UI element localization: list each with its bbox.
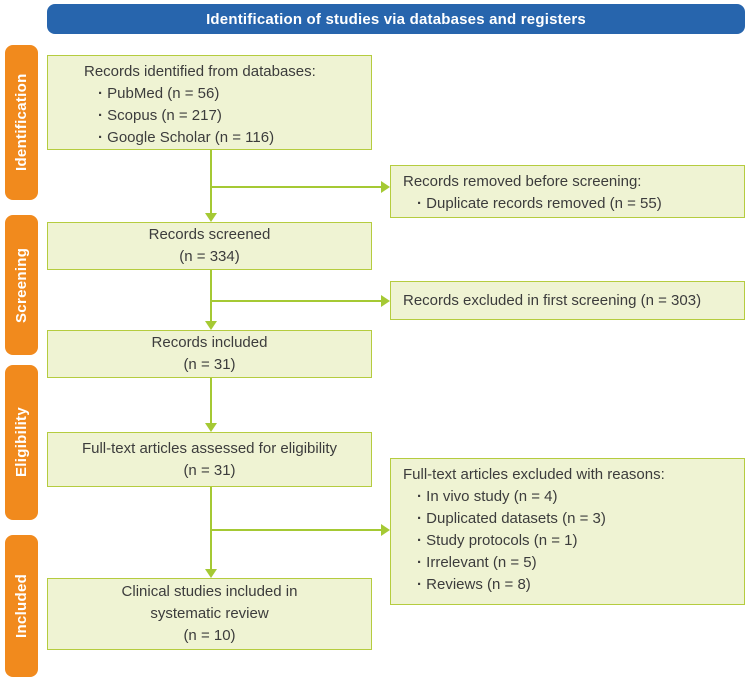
- arrowhead-down-icon: [205, 321, 217, 330]
- arrow-included-to-fulltext: [210, 378, 212, 423]
- box-records-included: Records included (n = 31): [47, 330, 372, 378]
- box-records-identified: Records identified from databases: PubMe…: [47, 55, 372, 150]
- list-item: Study protocols (n = 1): [417, 530, 734, 552]
- list-item: Scopus (n = 217): [98, 105, 361, 127]
- box-records-removed: Records removed before screening: Duplic…: [390, 165, 745, 218]
- box-count: (n = 334): [179, 248, 240, 265]
- stage-label-identification: Identification: [5, 45, 38, 200]
- list-item: PubMed (n = 56): [98, 83, 361, 105]
- arrowhead-down-icon: [205, 569, 217, 578]
- bullet-list: PubMed (n = 56) Scopus (n = 217) Google …: [84, 83, 361, 149]
- box-title: Records removed before screening:: [403, 173, 642, 190]
- stage-label-eligibility: Eligibility: [5, 365, 38, 520]
- arrowhead-down-icon: [205, 213, 217, 222]
- list-item: In vivo study (n = 4): [417, 486, 734, 508]
- box-line: Records included: [151, 334, 268, 351]
- box-line: Records excluded in first screening (n =…: [403, 291, 702, 309]
- bullet-list: In vivo study (n = 4) Duplicated dataset…: [403, 486, 734, 596]
- stage-text: Identification: [13, 73, 30, 172]
- box-records-screened: Records screened (n = 334): [47, 222, 372, 270]
- box-line: Full-text articles assessed for eligibil…: [81, 439, 338, 457]
- arrow-screened-to-included: [210, 270, 212, 322]
- arrow-identified-to-screened: [210, 150, 212, 214]
- arrowhead-down-icon: [205, 423, 217, 432]
- stage-text: Eligibility: [13, 407, 30, 478]
- stage-text: Screening: [13, 247, 30, 323]
- box-fulltext-excluded: Full-text articles excluded with reasons…: [390, 458, 745, 605]
- box-count: (n = 31): [183, 461, 236, 479]
- header-title: Identification of studies via databases …: [206, 10, 586, 28]
- stage-label-screening: Screening: [5, 215, 38, 355]
- arrow-fulltext-to-clinical: [210, 487, 212, 569]
- box-title: Full-text articles excluded with reasons…: [403, 466, 665, 483]
- box-line: Records screened: [148, 226, 271, 243]
- box-fulltext-assessed: Full-text articles assessed for eligibil…: [47, 432, 372, 487]
- box-title: Records identified from databases:: [84, 63, 316, 80]
- box-line: Clinical studies included in: [121, 583, 298, 600]
- arrow-branch-records-removed: [211, 186, 381, 188]
- arrow-branch-fulltext-excluded: [211, 529, 381, 531]
- list-item: Duplicated datasets (n = 3): [417, 508, 734, 530]
- arrow-branch-excluded-first: [211, 300, 381, 302]
- list-item: Reviews (n = 8): [417, 574, 734, 596]
- stage-label-included: Included: [5, 535, 38, 677]
- arrowhead-right-icon: [381, 295, 390, 307]
- header-banner: Identification of studies via databases …: [47, 4, 745, 34]
- box-clinical-studies-included: Clinical studies included in systematic …: [47, 578, 372, 650]
- bullet-list: Duplicate records removed (n = 55): [403, 193, 734, 215]
- list-item: Google Scholar (n = 116): [98, 127, 361, 149]
- list-item: Duplicate records removed (n = 55): [417, 193, 734, 215]
- box-records-excluded-first-screening: Records excluded in first screening (n =…: [390, 281, 745, 320]
- box-count: (n = 31): [183, 356, 236, 373]
- arrowhead-right-icon: [381, 181, 390, 193]
- list-item: Irrelevant (n = 5): [417, 552, 734, 574]
- box-count: (n = 10): [183, 627, 236, 644]
- box-line: systematic review: [150, 605, 269, 622]
- stage-text: Included: [13, 573, 30, 639]
- arrowhead-right-icon: [381, 524, 390, 536]
